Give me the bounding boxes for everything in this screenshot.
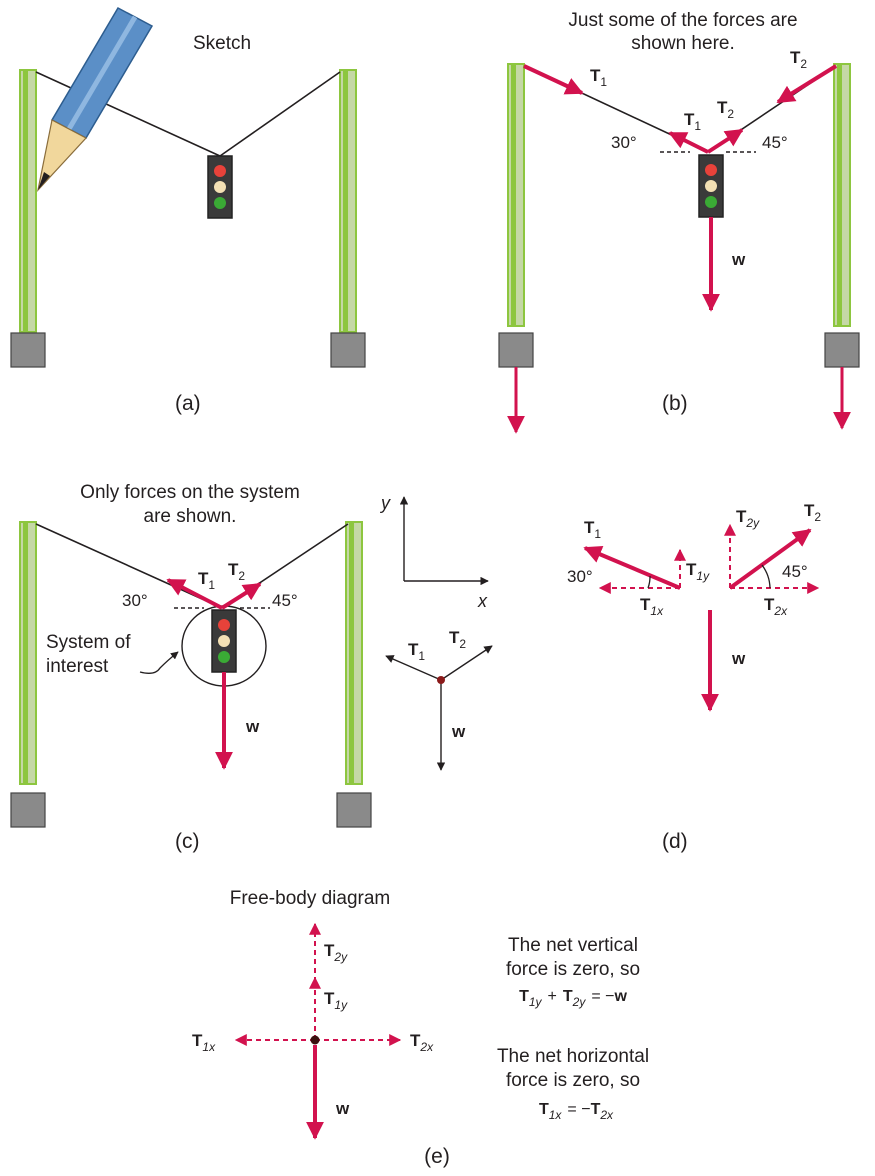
t1y-label: T1y [686,560,710,583]
t2x-label: T2x [764,595,788,618]
x-axis-label: x [477,591,488,611]
panel-b-caption: (b) [662,392,688,415]
angle-45-label: 45° [762,133,788,152]
panel-c-title-line2: are shown. [144,506,237,527]
sketch-label: Sketch [193,33,251,54]
panel-b-title-line2: shown here. [631,33,735,54]
t2-on-pole-arrow [776,64,838,104]
t2-label: T2 [804,501,821,524]
small-t1-label: T1 [408,640,425,663]
panel-e: Free-body diagram T2y T1y T1x T2x w The … [192,888,649,1168]
angle-45-arc [761,564,771,589]
vertical-equation: T1y+T2y= −w [519,988,627,1009]
traffic-light [211,609,237,673]
small-t1-arrow [385,655,442,681]
vertical-note-line1: The net vertical [508,935,638,956]
right-pole-base [824,332,860,368]
panel-c-title-line1: Only forces on the system [80,482,300,503]
small-t2-label: T2 [449,628,466,651]
horizontal-note-line1: The net horizontal [497,1046,649,1067]
right-pole-base [330,332,366,368]
t2-label: T2 [228,560,245,583]
pencil-icon [36,7,154,192]
panel-b-title-line1: Just some of the forces are [568,10,797,31]
t1-label: T1 [584,518,601,541]
right-pole [339,69,357,333]
panel-d-caption: (d) [662,830,688,853]
right-cable [219,71,341,157]
free-body-title: Free-body diagram [230,888,391,909]
small-t2-arrow [440,645,493,681]
t2x-label: T2x [410,1031,434,1054]
left-pole [19,521,37,785]
t2-arrow [220,582,262,610]
weight-label: w [245,717,260,736]
angle-30-arc [647,575,651,589]
system-label-line2: interest [46,656,109,677]
vertical-note-line2: force is zero, so [506,959,640,980]
system-pointer [139,651,179,674]
panel-e-caption: (e) [424,1145,450,1168]
t1y-label: T1y [324,989,348,1012]
t2y-label: T2y [736,507,760,530]
horizontal-note-line2: force is zero, so [506,1070,640,1091]
free-body-point [310,1035,320,1045]
panel-a: Sketch (a) [10,7,366,415]
weight-label: w [335,1099,350,1118]
t1x-label: T1x [640,595,664,618]
t1-on-pole-arrow [523,64,584,95]
t2-light-label: T2 [717,98,734,121]
t2-on-light-arrow [706,128,744,154]
t1-arrow [166,578,223,610]
weight-label: w [731,649,746,668]
t1-pole-label: T1 [590,66,607,89]
left-pole-base [10,332,46,368]
panel-c: Only forces on the system are shown. Sys… [10,482,493,853]
left-pole [507,63,525,327]
left-pole-base [10,792,46,828]
t2-pole-label: T2 [790,48,807,71]
panel-b: Just some of the forces are shown here. … [498,10,860,434]
t1-label: T1 [198,569,215,592]
left-pole [19,69,37,333]
angle-30-label: 30° [567,567,593,586]
angle-30-label: 30° [611,133,637,152]
right-pole [345,521,363,785]
horizontal-equation: T1x= −T2x [539,1101,614,1122]
panel-d: T1 T2 T2y T1y T1x T2x 30° 45° w (d) [567,501,821,853]
left-cable [35,71,221,157]
panel-a-caption: (a) [175,392,201,415]
traffic-light [698,154,724,218]
t1x-label: T1x [192,1031,216,1054]
traffic-light [207,155,233,219]
right-pole-base [336,792,372,828]
t1-arrow [583,545,681,590]
t2-arrow [728,528,812,590]
right-pole [833,63,851,327]
panel-c-caption: (c) [175,830,200,853]
t1-on-light-arrow [668,131,709,154]
angle-30-label: 30° [122,591,148,610]
angle-45-label: 45° [782,562,808,581]
y-axis-label: y [379,493,391,513]
left-pole-base [498,332,534,368]
system-label-line1: System of [46,632,131,653]
t2y-label: T2y [324,941,348,964]
small-point [437,676,445,684]
small-weight-label: w [451,722,466,741]
weight-label: w [731,250,746,269]
angle-45-label: 45° [272,591,298,610]
t1-light-label: T1 [684,110,701,133]
